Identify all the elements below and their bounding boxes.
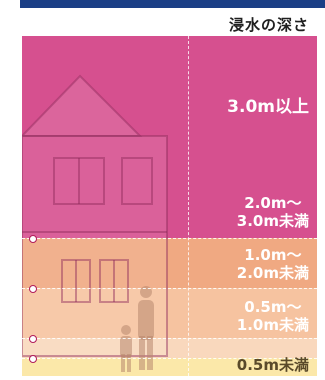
label-1-2m: 1.0m〜 2.0m未満 [237, 246, 309, 282]
band-under-05m [22, 358, 317, 376]
label-under-05m: 0.5m未満 [237, 356, 309, 374]
label-line: 0.5m〜 [244, 298, 302, 316]
marker-3m [29, 235, 37, 243]
band-05-1m [22, 338, 317, 358]
band-2-3m [22, 238, 317, 288]
label-2-3m: 2.0m〜 3.0m未満 [237, 194, 309, 230]
label-line: 1.0m〜 [244, 246, 302, 264]
boundary-3m [22, 238, 317, 239]
label-line: 3.0m未満 [236, 212, 309, 230]
boundary-2m [22, 288, 317, 289]
label-line: 3.0m以上 [227, 97, 309, 117]
people-icon [120, 286, 154, 372]
vertical-guide [188, 36, 189, 376]
marker-05m [29, 355, 37, 363]
boundary-1m [22, 338, 317, 339]
band-1-2m [22, 288, 317, 338]
label-line: 2.0m〜 [244, 194, 302, 212]
header-bar [20, 0, 325, 8]
flood-depth-diagram: 3.0m以上 2.0m〜 3.0m未満 1.0m〜 2.0m未満 0.5m〜 1… [22, 36, 317, 376]
house-illustration [22, 74, 168, 372]
legend-title: 浸水の深さ [228, 16, 309, 34]
label-line: 0.5m未満 [236, 356, 309, 374]
label-05-1m: 0.5m〜 1.0m未満 [237, 298, 309, 334]
marker-2m [29, 285, 37, 293]
label-line: 1.0m未満 [236, 316, 309, 334]
marker-1m [29, 335, 37, 343]
label-3m-plus: 3.0m以上 [227, 98, 309, 116]
boundary-05m [22, 358, 317, 359]
label-line: 2.0m未満 [236, 264, 309, 282]
band-3m-plus [22, 36, 317, 238]
